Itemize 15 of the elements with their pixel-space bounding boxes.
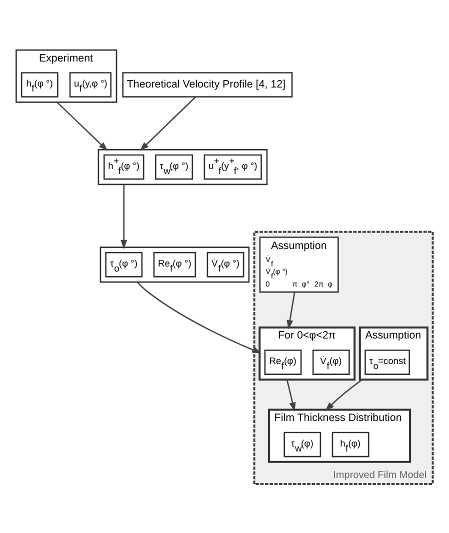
cluster	[100, 246, 250, 282]
label: φ	[328, 279, 333, 288]
cluster	[98, 148, 268, 185]
arrow	[286, 292, 296, 329]
node-box: Theoretical Velocity Profile [4, 12]	[122, 72, 293, 97]
label: φ°	[302, 279, 310, 288]
arrow	[325, 378, 363, 411]
label: 2π	[314, 279, 324, 288]
arrow	[286, 379, 296, 412]
label: 0	[266, 279, 270, 288]
arrow	[120, 184, 128, 249]
arrow	[140, 96, 196, 151]
label: π	[292, 279, 298, 288]
arrow	[56, 101, 108, 151]
arrow	[136, 281, 262, 354]
